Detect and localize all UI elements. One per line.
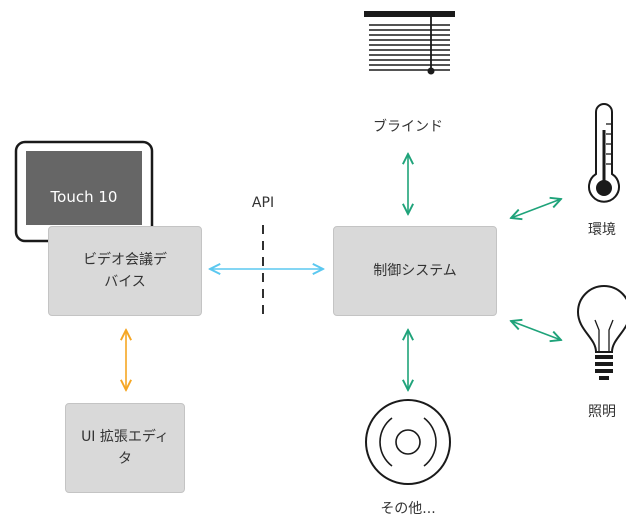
video-device-node: ビデオ会議デ バイス — [48, 226, 202, 316]
lighting-label: 照明 — [588, 404, 616, 420]
api-label: API — [251, 195, 275, 211]
blinds-label: ブラインド — [373, 119, 443, 135]
video-device-label: ビデオ会議デ バイス — [83, 252, 167, 290]
touch-panel-label: Touch 10 — [50, 188, 118, 206]
disc-icon — [365, 399, 451, 485]
environment-connection-arrow — [511, 199, 561, 218]
thermometer-icon — [588, 103, 620, 203]
ui-editor-node: UI 拡張エディ タ — [65, 403, 185, 493]
other-label: その他... — [380, 501, 436, 517]
control-system-label: 制御システム — [373, 263, 457, 279]
touch-panel-icon — [14, 140, 154, 243]
lighting-connection-arrow — [511, 321, 561, 340]
control-system-node: 制御システム — [333, 226, 497, 316]
blinds-icon — [364, 11, 455, 75]
ui-editor-label: UI 拡張エディ タ — [81, 429, 169, 467]
light-bulb-icon — [576, 285, 626, 380]
environment-label: 環境 — [588, 222, 616, 238]
